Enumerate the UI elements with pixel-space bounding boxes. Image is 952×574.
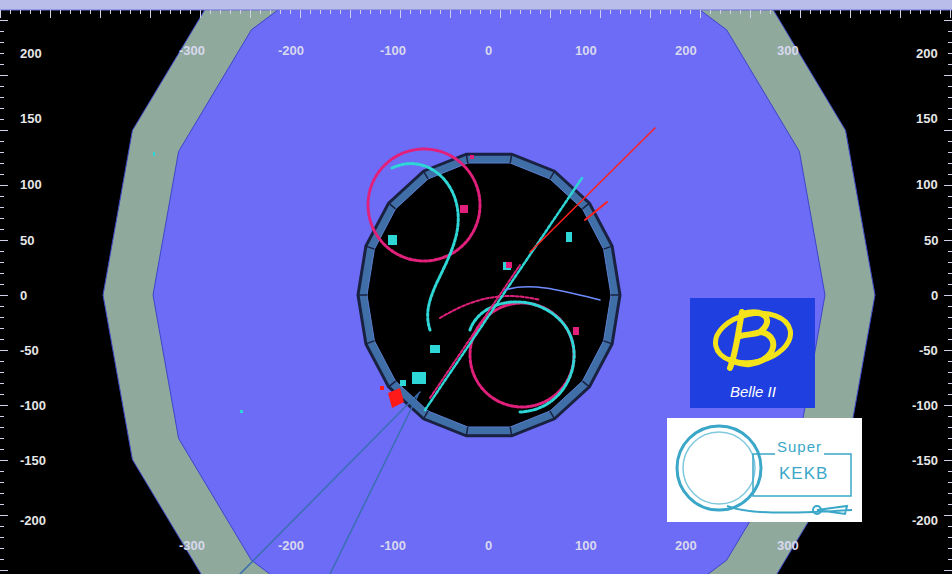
axis-tick-label: -100 <box>380 43 406 58</box>
axis-tick-label: 200 <box>916 46 938 61</box>
axis-tick-label: -100 <box>912 398 938 413</box>
axis-tick-label: 0 <box>931 288 938 303</box>
axis-tick-label: -150 <box>20 453 46 468</box>
axis-tick-label: 300 <box>777 538 799 553</box>
logo-graphic <box>667 418 862 522</box>
superkekb-logo: SuperKEKB <box>667 418 862 522</box>
logo-word: KEKB <box>777 464 830 484</box>
axis-tick-label: 100 <box>916 177 938 192</box>
axis-tick-label: -200 <box>20 513 46 528</box>
axis-tick-label: 200 <box>675 538 697 553</box>
axis-tick-label: 50 <box>20 233 34 248</box>
logo-text: Belle II <box>730 383 776 400</box>
axis-tick-label: -300 <box>179 538 205 553</box>
axis-tick-label: 150 <box>20 111 42 126</box>
axis-tick-label: 200 <box>20 46 42 61</box>
axis-tick-label: 100 <box>575 538 597 553</box>
axis-tick-label: -50 <box>20 343 39 358</box>
axis-tick-label: -100 <box>380 538 406 553</box>
axis-tick-label: 50 <box>924 233 938 248</box>
axis-tick-label: -150 <box>912 453 938 468</box>
axis-tick-label: -200 <box>912 513 938 528</box>
axis-tick-label: 0 <box>485 538 492 553</box>
axis-tick-label: 100 <box>575 43 597 58</box>
axis-tick-label: -200 <box>278 43 304 58</box>
axis-tick-label: -50 <box>919 343 938 358</box>
axis-tick-label: 300 <box>777 43 799 58</box>
axis-tick-label: 0 <box>485 43 492 58</box>
axis-tick-label: -300 <box>179 43 205 58</box>
axis-tick-label: 0 <box>20 288 27 303</box>
axis-tick-label: 150 <box>916 111 938 126</box>
belle-logo: Belle II <box>690 298 815 408</box>
axis-tick-label: -200 <box>278 538 304 553</box>
axis-tick-label: -100 <box>20 398 46 413</box>
logo-word: Super <box>775 438 824 455</box>
axis-tick-label: 100 <box>20 177 42 192</box>
axis-tick-label: 200 <box>675 43 697 58</box>
